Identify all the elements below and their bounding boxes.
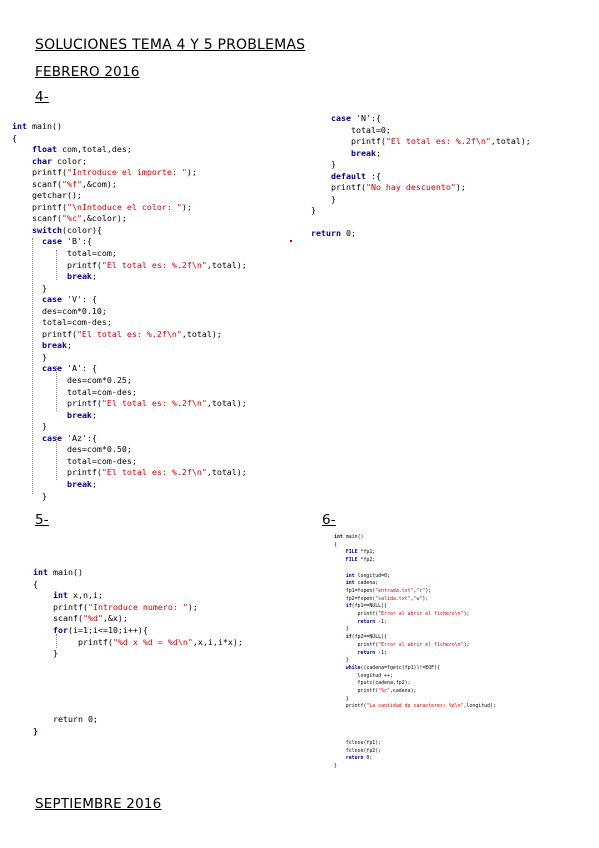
code-line: case 'V': { [41,294,97,305]
code-line: char color; [31,155,87,166]
code-line: int longitud=0; [345,572,390,579]
code-line: des=com*0.10; [12,305,107,316]
code-line: break; [41,340,72,351]
code-line: des=com*0.50; [12,444,132,455]
code-line: { [33,578,38,589]
code-line: printf("El total es: %.2f\n",total); [12,328,222,339]
code-line: total=0; [311,124,391,135]
code-line: if(fp1==NULL){ [345,603,388,610]
code-line: total=com-des; [12,455,137,466]
code-line: fp2=fopen("salida.txt","w"); [334,595,429,602]
code-line: FILE *fp2; [345,557,376,564]
code-line: } [12,351,47,362]
problem-4-label: 4- [35,89,49,105]
code-line: longitud ++; [334,672,393,679]
code-line: case 'B':{ [41,236,92,247]
indent-guide [32,238,33,494]
code-line: } [334,626,349,633]
code-line: case 'N':{ [330,113,381,123]
code-line: return 0; [345,755,373,762]
code-line: float com,total,des; [31,144,132,155]
code-line: printf("Error al abrir el fichero\n"); [334,641,470,648]
document-title: SOLUCIONES TEMA 4 Y 5 PROBLEMAS [35,37,306,53]
code-line: int main() [33,567,83,577]
code-line: } [311,159,336,170]
code-line: { [12,132,17,143]
code-line: case 'A': { [41,363,97,374]
code-line: printf("El total es: %.2f\n",total); [311,136,531,147]
code-line: scanf("%f",&com); [12,178,117,189]
indent-guide [56,366,57,411]
code-line: break; [66,271,97,282]
code-line: } [334,763,337,770]
code-line: fclose(fp1); [334,740,382,746]
code-line: int x,n,i; [52,590,103,601]
code-line: } [12,421,47,432]
problem-6-code-tail: fclose(fp1); fclose(fp2); return 0;} [334,740,381,771]
indent-guide [56,435,57,480]
code-line: printf("El total es: %.2f\n",total); [12,467,247,478]
code-line: printf("Introduce numero: "); [33,601,198,612]
problem-6-label: 6- [322,512,336,528]
code-line: printf("%c",cadena); [334,688,417,695]
code-line: } [311,193,336,204]
stray-mark [290,240,292,242]
code-line: break; [66,409,97,420]
code-line: if(fp2==NULL){ [345,634,388,641]
code-line: getchar(); [12,190,82,201]
code-line: printf("El total es: %.2f\n",total); [12,398,247,409]
problem-6-code: int main(){ FILE *fp1; FILE *fp2; int lo… [334,534,496,711]
code-line [311,217,531,229]
code-line: fclose(fp2); [334,747,382,754]
code-line: des=com*0.25; [12,375,132,386]
code-line: total=com-des; [12,317,112,328]
code-line: scanf("%d",&x); [33,613,128,624]
problem-4-code-left: int main(){ float com,total,des; char co… [12,121,247,502]
code-line: { [334,541,337,548]
code-line: fputc(cadena,fp2); [334,680,411,687]
code-line: default :{ [330,170,381,181]
code-line: int cadena; [345,580,379,587]
indent-guide [56,634,57,648]
problem-4-code-right: case 'N':{ total=0; printf("El total es:… [311,113,531,240]
code-line: } [334,695,349,702]
code-line: printf("%d x %d = %d\n",x,i,i*x); [33,636,243,647]
code-line: total=com-des; [12,386,137,397]
code-line: printf("El total es: %.2f\n",total); [12,259,247,270]
code-line: } [12,282,47,293]
code-line: total=com; [12,248,117,259]
code-line: printf("La cantidad de caracteres: %d\n"… [334,703,496,710]
code-line: } [33,648,58,659]
code-line: } [12,490,47,501]
code-line: printf("Introduce el importe: "); [12,167,197,178]
code-line: printf("Error al abrir el fichero\n"); [334,611,470,618]
code-line: printf("No hay descuento"); [311,182,466,193]
code-line: printf("\nIntoduce el color: "); [12,201,192,212]
section-febrero: FEBRERO 2016 [35,64,140,80]
code-line: int main() [12,121,62,131]
code-line: break; [66,478,97,489]
code-line: case 'Az':{ [41,432,97,443]
code-line: } [311,205,316,216]
indent-guide [56,250,57,280]
code-line: return -1; [357,618,388,625]
problem-5-label: 5- [35,512,49,528]
code-line: while((cadena=fgetc(fp1))!=EOF){ [345,664,441,671]
code-line [334,565,496,573]
section-septiembre: SEPTIEMBRE 2016 [35,796,162,812]
code-line: scanf("%c",&color); [12,213,127,224]
code-line: for(i=1;i<=10;i++){ [52,624,148,635]
code-line: fp1=fopen("entrada.txt","r"); [334,587,432,594]
problem-5-code: int main(){ int x,n,i; printf("Introduce… [33,567,243,660]
code-line: switch(color){ [31,224,102,235]
code-line: int main() [334,534,364,540]
code-line: return -1; [357,649,388,656]
code-line: } [334,657,349,664]
code-line: return 0; [311,228,356,239]
code-line: break; [350,147,381,158]
problem-5-return: return 0;} [33,714,98,736]
code-line: FILE *fp1; [345,549,376,556]
